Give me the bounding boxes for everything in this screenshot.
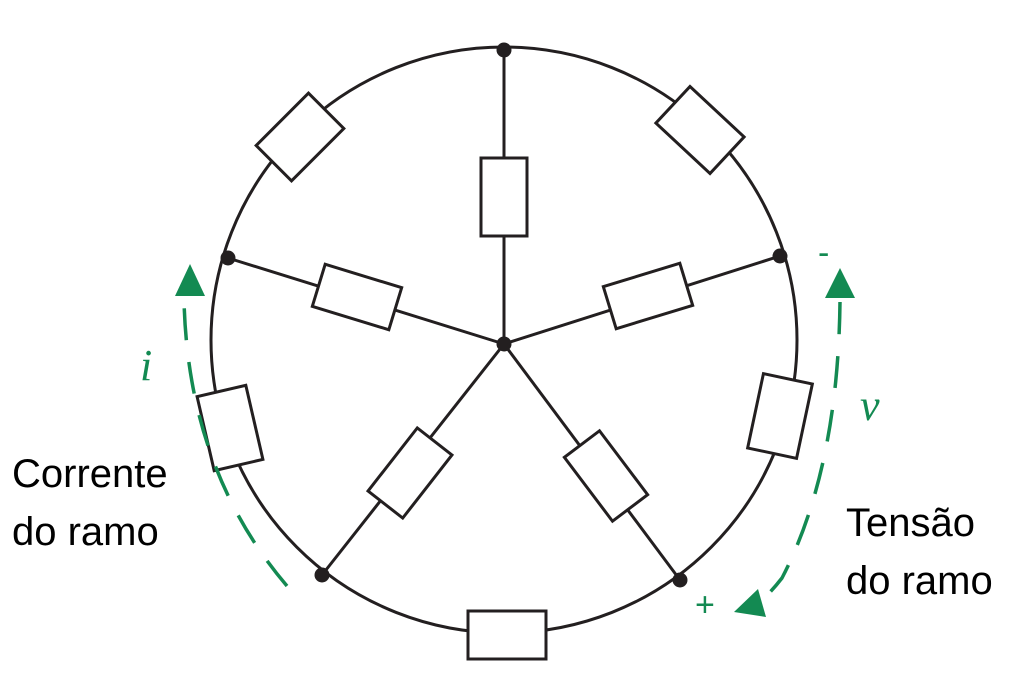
resistor-spoke-right bbox=[601, 261, 695, 331]
current-arrow-icon bbox=[175, 264, 205, 296]
voltage-arrow-down-icon bbox=[734, 589, 766, 617]
voltage-plus-sign: + bbox=[695, 586, 715, 624]
node-center bbox=[496, 336, 512, 352]
branch-current-label-line2: do ramo bbox=[12, 510, 159, 554]
circuit-nodes bbox=[220, 42, 788, 588]
resistor-spoke-top bbox=[479, 156, 529, 238]
branch-current-label-line1: Corrente bbox=[12, 452, 168, 496]
voltage-symbol: v bbox=[860, 381, 880, 430]
resistor-ring-right bbox=[745, 371, 815, 461]
branch-current-label: Corrente do ramo bbox=[12, 445, 168, 561]
resistor-spoke-bottom-right bbox=[562, 428, 650, 524]
resistor-ring-top-right bbox=[653, 84, 747, 176]
resistor-ring-top-left bbox=[254, 91, 346, 183]
voltage-minus-sign: - bbox=[818, 234, 830, 272]
branch-voltage-label-line2: do ramo bbox=[846, 559, 993, 603]
resistor-ring-left bbox=[195, 383, 265, 473]
branch-voltage-label: Tensão do ramo bbox=[846, 494, 993, 610]
branch-voltage-label-line1: Tensão bbox=[846, 501, 975, 545]
voltage-arrow-up-icon bbox=[825, 268, 855, 298]
node-right bbox=[772, 248, 788, 264]
node-left bbox=[220, 250, 236, 266]
resistor-spoke-left bbox=[310, 262, 404, 332]
current-symbol: i bbox=[140, 341, 153, 390]
resistor-spoke-bottom-left bbox=[365, 425, 455, 521]
voltage-dashed-arc bbox=[754, 301, 842, 607]
node-top bbox=[496, 42, 512, 58]
node-bottom-left bbox=[314, 567, 330, 583]
resistor-ring-bottom bbox=[466, 609, 548, 661]
spoke-resistors bbox=[310, 156, 695, 524]
node-bottom-right bbox=[672, 572, 688, 588]
